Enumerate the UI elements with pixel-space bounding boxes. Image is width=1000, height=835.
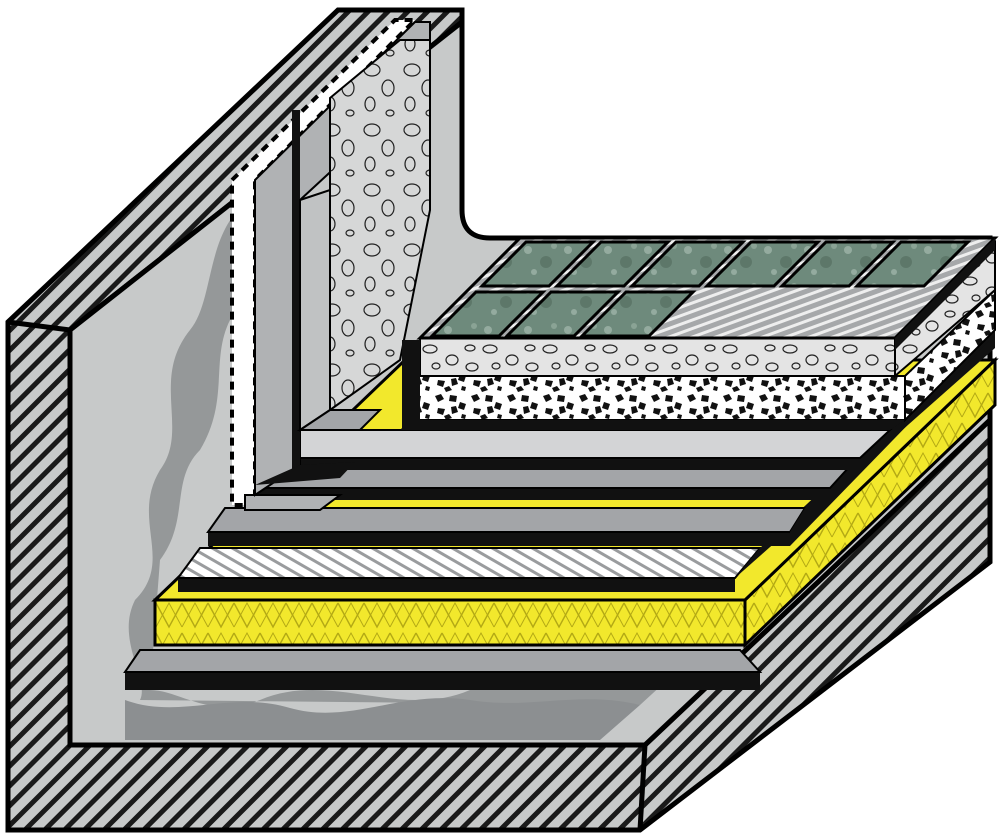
- upstand-membrane: [254, 21, 431, 497]
- tile: [578, 290, 697, 338]
- tile: [703, 240, 822, 288]
- tile: [503, 290, 622, 338]
- tile: [478, 240, 597, 288]
- primer-coat: [125, 200, 700, 740]
- tiles: [428, 240, 972, 338]
- tile: [553, 240, 672, 288]
- upstand-insulation: [230, 18, 420, 511]
- protection-layer: [269, 429, 893, 470]
- tile: [428, 290, 547, 338]
- mortar-bed: [402, 239, 996, 430]
- tile: [853, 240, 972, 288]
- upstand-concrete-skirting: [296, 39, 431, 432]
- tile: [778, 240, 897, 288]
- vapour-control-layer: [123, 649, 763, 690]
- tile: [628, 240, 747, 288]
